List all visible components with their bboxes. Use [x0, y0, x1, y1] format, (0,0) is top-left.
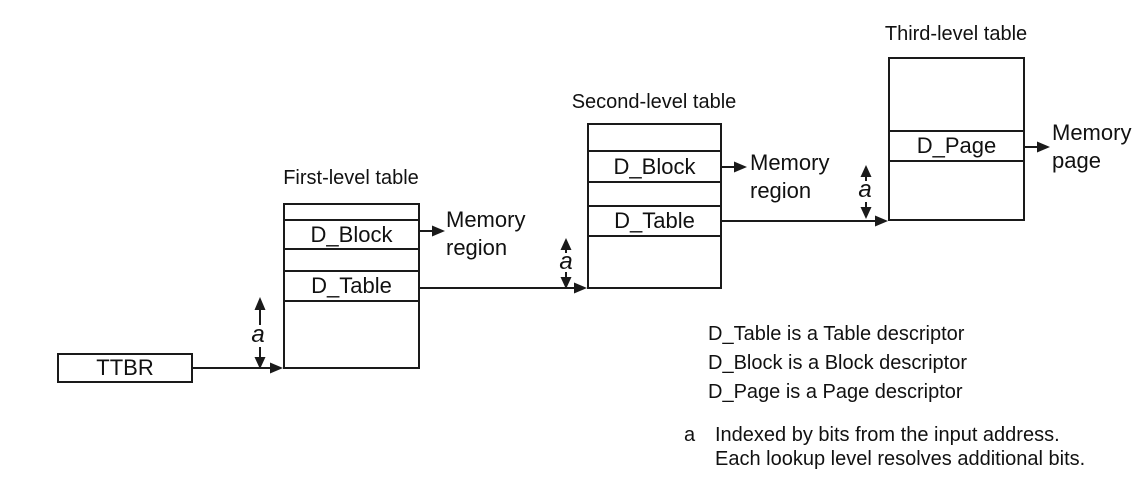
- third-level-table: D_Page: [888, 57, 1025, 221]
- index-a2-down-arrowhead-icon: [560, 277, 572, 289]
- row-label: D_Page: [916, 133, 997, 158]
- first-dblock-arrowhead-icon: [432, 225, 445, 237]
- output-line: region: [446, 235, 508, 260]
- ttbr-box: TTBR: [57, 353, 193, 383]
- memory-page-label: Memory page: [1052, 119, 1131, 175]
- memory-region-label-2: Memory region: [750, 149, 829, 205]
- table-row-empty: [589, 125, 720, 152]
- second-table-entry-arrowhead-icon: [574, 282, 587, 294]
- first-level-table: D_Block D_Table: [283, 203, 420, 369]
- note-line: Each lookup level resolves additional bi…: [715, 448, 1086, 470]
- row-label: D_Table: [614, 208, 695, 233]
- third-table-entry-arrowhead-icon: [875, 215, 888, 227]
- table-row-empty: [890, 59, 1023, 132]
- row-label: D_Block: [613, 153, 696, 179]
- table-row-dblock: D_Block: [285, 221, 418, 250]
- second-level-table: D_Block D_Table: [587, 123, 722, 289]
- index-a-marker-2: a: [559, 248, 573, 275]
- second-level-table-title: Second-level table: [571, 91, 737, 113]
- table-row-empty: [285, 205, 418, 221]
- ttbr-label: TTBR: [96, 355, 154, 380]
- memory-region-label-1: Memory region: [446, 206, 525, 262]
- index-a2-up-arrowhead-icon: [560, 238, 572, 250]
- index-a-marker-1: a: [251, 321, 265, 348]
- output-line: page: [1052, 148, 1101, 173]
- row-label: D_Table: [311, 273, 392, 298]
- index-a3-down-arrowhead-icon: [860, 207, 872, 219]
- note-line: Indexed by bits from the input address.: [715, 424, 1060, 446]
- table-row-empty: [890, 162, 1023, 219]
- table-row-dtable: D_Table: [285, 272, 418, 302]
- arrowheads: [254, 141, 1050, 374]
- note-marker: a: [684, 424, 696, 446]
- index-a1-up-arrowhead-icon: [254, 297, 266, 310]
- note-text: Indexed by bits from the input address. …: [715, 423, 1085, 471]
- table-row-dblock: D_Block: [589, 152, 720, 183]
- row-label: D_Block: [310, 221, 393, 247]
- table-row-empty: [285, 302, 418, 367]
- index-note: a Indexed by bits from the input address…: [684, 423, 1085, 471]
- output-line: Memory: [1052, 120, 1132, 145]
- first-level-table-title: First-level table: [283, 167, 419, 189]
- third-level-table-title: Third-level table: [884, 23, 1028, 45]
- table-row-empty: [589, 183, 720, 207]
- legend-line-dtable: D_Table is a Table descriptor: [708, 323, 965, 345]
- third-dpage-arrowhead-icon: [1037, 141, 1050, 153]
- index-a3-up-arrowhead-icon: [860, 165, 872, 177]
- legend-line-dblock: D_Block is a Block descriptor: [708, 352, 967, 374]
- output-line: Memory: [446, 207, 526, 232]
- descriptor-legend: D_Table is a Table descriptor D_Block is…: [708, 320, 967, 407]
- legend-line-dpage: D_Page is a Page descriptor: [708, 381, 963, 403]
- index-a-marker-3: a: [858, 176, 872, 203]
- table-row-dtable: D_Table: [589, 207, 720, 237]
- table-row-empty: [589, 237, 720, 287]
- first-table-entry-arrowhead-icon: [270, 362, 283, 374]
- second-dblock-arrowhead-icon: [734, 161, 747, 173]
- output-line: Memory: [750, 150, 830, 175]
- table-row-dpage: D_Page: [890, 132, 1023, 162]
- index-a1-down-arrowhead-icon: [254, 357, 266, 369]
- table-row-empty: [285, 250, 418, 272]
- output-line: region: [750, 178, 812, 203]
